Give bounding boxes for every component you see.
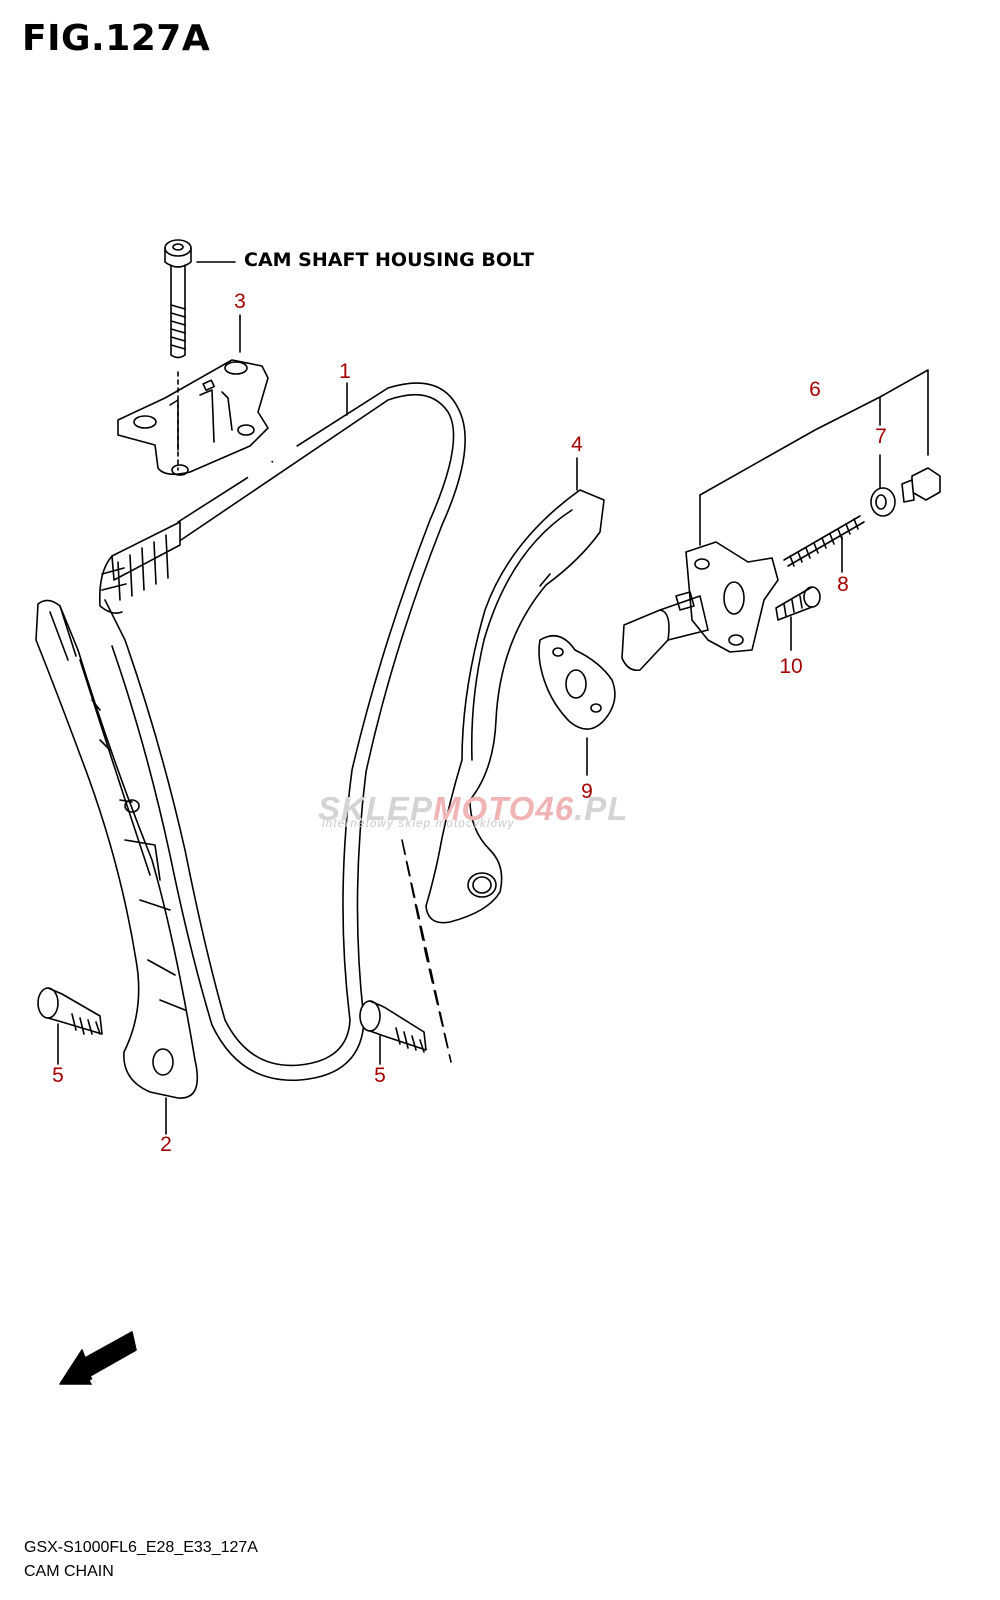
- tensioner-guide-icon: [425, 457, 605, 924]
- fwd-arrow-icon: [59, 1331, 137, 1385]
- callout-5-left[interactable]: 5: [52, 1064, 64, 1087]
- callout-2[interactable]: 2: [160, 1133, 172, 1156]
- watermark-c: .PL: [574, 790, 629, 827]
- callout-4[interactable]: 4: [571, 433, 583, 456]
- guide-bolt-left-icon: [37, 987, 103, 1065]
- spring-icon: [783, 515, 865, 573]
- watermark-a: SKLEP: [318, 790, 434, 827]
- callout-8[interactable]: 8: [837, 573, 849, 596]
- plug-bolt-icon: [901, 467, 941, 503]
- figure-title: FIG.127A: [22, 18, 211, 59]
- tensioner-bolt-icon: [775, 586, 821, 651]
- cam-shaft-housing-icon: [117, 314, 269, 476]
- gasket-icon: [538, 634, 616, 776]
- callout-3[interactable]: 3: [234, 290, 246, 313]
- watermark-subtitle: internetowy sklep motocyklowy: [322, 818, 515, 830]
- callout-10[interactable]: 10: [779, 655, 803, 678]
- callout-7[interactable]: 7: [875, 425, 887, 448]
- callout-6[interactable]: 6: [809, 378, 821, 401]
- callout-1[interactable]: 1: [339, 360, 351, 383]
- guide-bolt-right-icon: [359, 1000, 427, 1065]
- callout-5-right[interactable]: 5: [374, 1064, 386, 1087]
- watermark-b: MOTO46: [433, 790, 575, 827]
- cam-shaft-housing-bolt-label: CAM SHAFT HOUSING BOLT: [244, 249, 534, 271]
- chain-guide-icon: [35, 599, 199, 1135]
- tensioner-icon: [621, 369, 929, 672]
- footer-code: GSX-S1000FL6_E28_E33_127A: [24, 1539, 258, 1556]
- callout-9[interactable]: 9: [581, 780, 593, 803]
- footer-name: CAM CHAIN: [24, 1563, 114, 1580]
- cam-chain-icon: [98, 382, 466, 1082]
- watermark: SKLEPMOTO46.PL: [318, 790, 628, 828]
- bolt-icon: [164, 239, 236, 359]
- washer-icon: [870, 454, 896, 517]
